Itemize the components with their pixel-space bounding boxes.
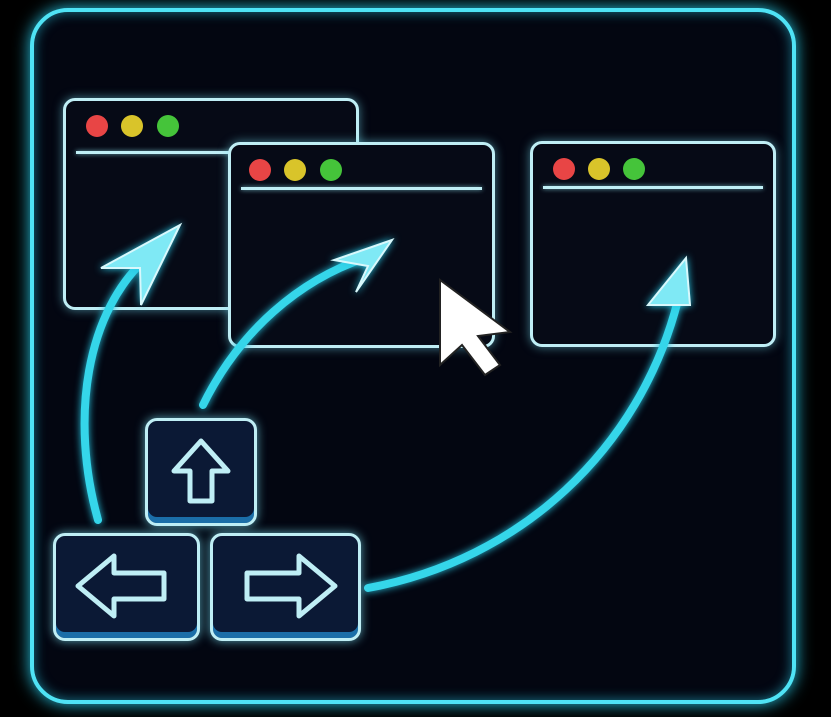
arrow-left-key[interactable] [53, 533, 200, 641]
arrow-left-icon [75, 553, 167, 619]
title-bar-divider [241, 187, 482, 190]
arrow-to-back-window [80, 251, 154, 524]
minimize-dot-icon[interactable] [284, 159, 306, 181]
arrowhead-icon [645, 255, 692, 306]
arrow-right-key[interactable] [210, 533, 361, 641]
arrow-right-icon [244, 553, 338, 619]
minimize-dot-icon[interactable] [588, 158, 610, 180]
close-dot-icon[interactable] [249, 159, 271, 181]
right-window[interactable] [530, 141, 776, 347]
arrow-to-middle-window [199, 254, 369, 409]
close-dot-icon[interactable] [553, 158, 575, 180]
minimize-dot-icon[interactable] [121, 115, 143, 137]
maximize-dot-icon[interactable] [157, 115, 179, 137]
arrow-to-right-window [364, 296, 682, 592]
maximize-dot-icon[interactable] [623, 158, 645, 180]
title-bar-divider [76, 151, 346, 154]
arrowhead-icon [330, 238, 395, 293]
back-left-window[interactable] [63, 98, 359, 310]
maximize-dot-icon[interactable] [320, 159, 342, 181]
arrow-up-key[interactable] [145, 418, 257, 526]
close-dot-icon[interactable] [86, 115, 108, 137]
arrow-up-icon [171, 438, 231, 504]
title-bar-divider [543, 186, 763, 189]
arrowhead-icon [100, 222, 183, 306]
